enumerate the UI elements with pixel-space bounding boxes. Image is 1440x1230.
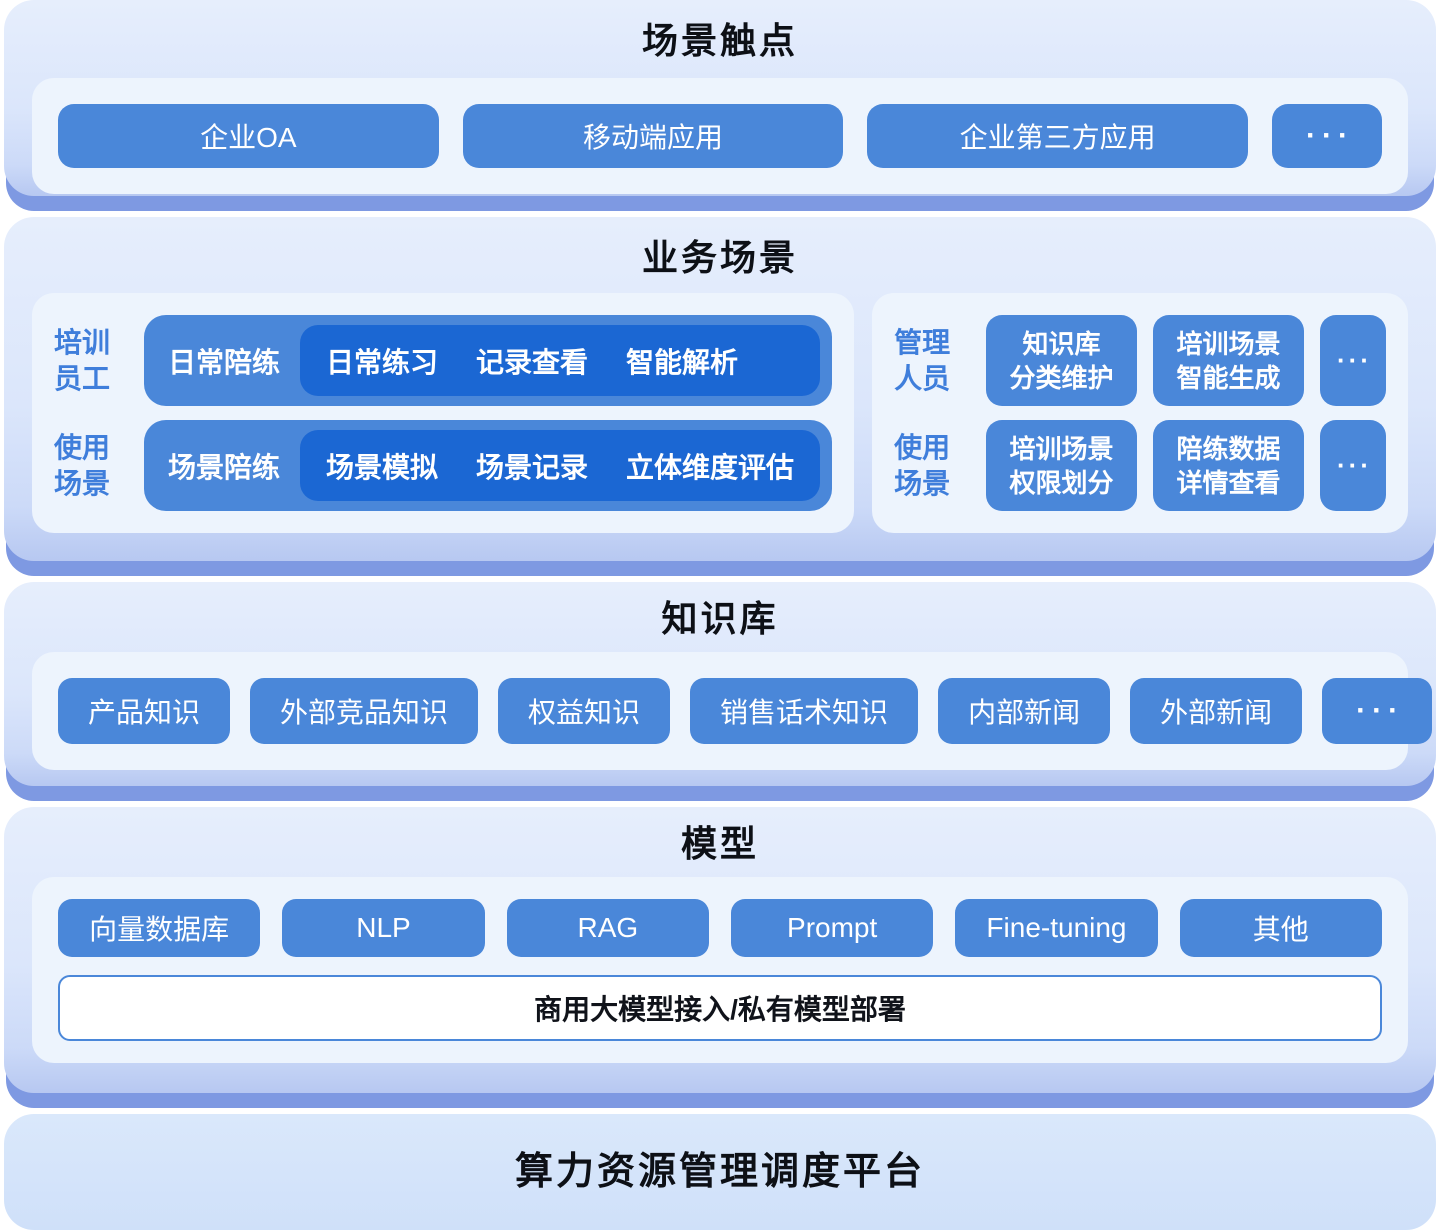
- button-vector-database[interactable]: 向量数据库: [58, 899, 261, 957]
- more-ellipsis-button[interactable]: ···: [1272, 104, 1383, 168]
- button-scene-permission-division[interactable]: 培训场景 权限划分: [986, 420, 1138, 511]
- llm-access-deployment-bar[interactable]: 商用大模型接入/私有模型部署: [58, 975, 1382, 1041]
- more-ellipsis-button[interactable]: ···: [1320, 315, 1386, 406]
- pill-item[interactable]: 日常练习: [326, 346, 439, 378]
- layer-model: 模型 向量数据库 NLP RAG Prompt Fine-tuning 其他 商…: [4, 807, 1436, 1108]
- pill-item[interactable]: 立体维度评估: [626, 451, 795, 483]
- knowledge-base-card: 知识库 产品知识 外部竞品知识 权益知识 销售话术知识 内部新闻 外部新闻 ··…: [4, 582, 1436, 786]
- daily-practice-items: 日常练习 记录查看 智能解析: [300, 325, 821, 396]
- pill-item[interactable]: 智能解析: [626, 346, 739, 378]
- button-line: 培训场景: [1009, 433, 1114, 464]
- button-line: 详情查看: [1176, 467, 1281, 498]
- role-line: 使用: [54, 431, 111, 463]
- business-scenarios-title: 业务场景: [641, 237, 798, 278]
- scene-touchpoints-title: 场景触点: [641, 20, 798, 61]
- button-line: 陪练数据: [1176, 433, 1281, 464]
- role-label-usage-scene: 使用 场景: [54, 420, 140, 511]
- button-third-party-app[interactable]: 企业第三方应用: [867, 104, 1249, 168]
- employee-scenarios-panel: 培训 员工 日常陪练 日常练习 记录查看 智能解析: [32, 293, 855, 533]
- button-training-scene-generation[interactable]: 培训场景 智能生成: [1153, 315, 1304, 406]
- button-line: 权限划分: [1009, 467, 1114, 498]
- compute-platform-card: 算力资源管理调度平台: [4, 1114, 1436, 1230]
- button-benefits-knowledge[interactable]: 权益知识: [498, 678, 671, 744]
- knowledge-base-title: 知识库: [661, 598, 779, 639]
- role-label-training-staff: 培训 员工: [54, 315, 140, 406]
- scene-practice-items: 场景模拟 场景记录 立体维度评估: [300, 430, 821, 501]
- knowledge-base-panel: 产品知识 外部竞品知识 权益知识 销售话术知识 内部新闻 外部新闻 ···: [32, 652, 1433, 770]
- role-line: 场景: [54, 467, 111, 499]
- button-prompt[interactable]: Prompt: [730, 899, 934, 957]
- role-line: 人员: [894, 362, 951, 394]
- button-mobile-app[interactable]: 移动端应用: [462, 104, 844, 168]
- model-panel: 向量数据库 NLP RAG Prompt Fine-tuning 其他 商用大模…: [32, 877, 1408, 1063]
- pill-label: 场景陪练: [168, 451, 281, 483]
- scene-touchpoints-panel: 企业OA 移动端应用 企业第三方应用 ···: [32, 78, 1408, 194]
- model-card: 模型 向量数据库 NLP RAG Prompt Fine-tuning 其他 商…: [4, 807, 1436, 1093]
- role-line: 培训: [54, 326, 111, 358]
- pill-item[interactable]: 记录查看: [476, 346, 589, 378]
- business-scenarios-card: 业务场景 培训 员工 日常陪练 日常练习 记录查看 智能: [4, 217, 1436, 561]
- pill-item[interactable]: 场景记录: [476, 451, 589, 483]
- button-fine-tuning[interactable]: Fine-tuning: [955, 899, 1158, 957]
- scene-practice-pill[interactable]: 场景陪练 场景模拟 场景记录 立体维度评估: [144, 420, 833, 511]
- layer-compute-platform: 算力资源管理调度平台: [4, 1114, 1436, 1230]
- button-external-news[interactable]: 外部新闻: [1130, 678, 1303, 744]
- more-ellipsis-button[interactable]: ···: [1320, 420, 1386, 511]
- button-line: 培训场景: [1176, 328, 1281, 359]
- button-line: 知识库: [1022, 328, 1101, 359]
- button-practice-data-details[interactable]: 陪练数据 详情查看: [1153, 420, 1304, 511]
- scene-touchpoints-card: 场景触点 企业OA 移动端应用 企业第三方应用 ···: [4, 0, 1436, 196]
- button-competitor-knowledge[interactable]: 外部竞品知识: [250, 678, 479, 744]
- daily-practice-row: 培训 员工 日常陪练 日常练习 记录查看 智能解析: [54, 315, 833, 406]
- pill-label: 日常陪练: [168, 346, 281, 378]
- role-label-usage-scene: 使用 场景: [894, 420, 970, 511]
- scene-practice-row: 使用 场景 场景陪练 场景模拟 场景记录 立体维度评估: [54, 420, 833, 511]
- button-internal-news[interactable]: 内部新闻: [938, 678, 1111, 744]
- model-buttons-row: 向量数据库 NLP RAG Prompt Fine-tuning 其他: [58, 899, 1382, 957]
- compute-platform-title: 算力资源管理调度平台: [514, 1151, 925, 1193]
- more-ellipsis-button[interactable]: ···: [1322, 678, 1433, 744]
- admin-row: 管理 人员 知识库 分类维护 培训场景 智能生成 ···: [894, 315, 1386, 406]
- role-line: 场景: [894, 467, 951, 499]
- role-label-admin-staff: 管理 人员: [894, 315, 970, 406]
- layer-business-scenarios: 业务场景 培训 员工 日常陪练 日常练习 记录查看 智能: [4, 217, 1436, 576]
- model-title: 模型: [680, 823, 759, 864]
- admin-usage-row: 使用 场景 培训场景 权限划分 陪练数据 详情查看 ···: [894, 420, 1386, 511]
- layer-knowledge-base: 知识库 产品知识 外部竞品知识 权益知识 销售话术知识 内部新闻 外部新闻 ··…: [4, 582, 1436, 801]
- role-line: 员工: [54, 362, 111, 394]
- business-scenarios-panels: 培训 员工 日常陪练 日常练习 记录查看 智能解析: [32, 293, 1408, 533]
- button-sales-script-knowledge[interactable]: 销售话术知识: [690, 678, 919, 744]
- button-enterprise-oa[interactable]: 企业OA: [58, 104, 439, 168]
- role-line: 管理: [894, 326, 951, 358]
- button-line: 智能生成: [1176, 362, 1281, 393]
- button-kb-category-maintenance[interactable]: 知识库 分类维护: [986, 315, 1138, 406]
- button-line: 分类维护: [1009, 362, 1114, 393]
- role-line: 使用: [894, 431, 951, 463]
- layer-scene-touchpoints: 场景触点 企业OA 移动端应用 企业第三方应用 ···: [4, 0, 1436, 211]
- button-rag[interactable]: RAG: [506, 899, 709, 957]
- button-nlp[interactable]: NLP: [282, 899, 485, 957]
- button-product-knowledge[interactable]: 产品知识: [58, 678, 231, 744]
- pill-item[interactable]: 场景模拟: [326, 451, 439, 483]
- button-other[interactable]: 其他: [1179, 899, 1382, 957]
- daily-practice-pill[interactable]: 日常陪练 日常练习 记录查看 智能解析: [144, 315, 833, 406]
- admin-scenarios-panel: 管理 人员 知识库 分类维护 培训场景 智能生成 ···: [872, 293, 1408, 533]
